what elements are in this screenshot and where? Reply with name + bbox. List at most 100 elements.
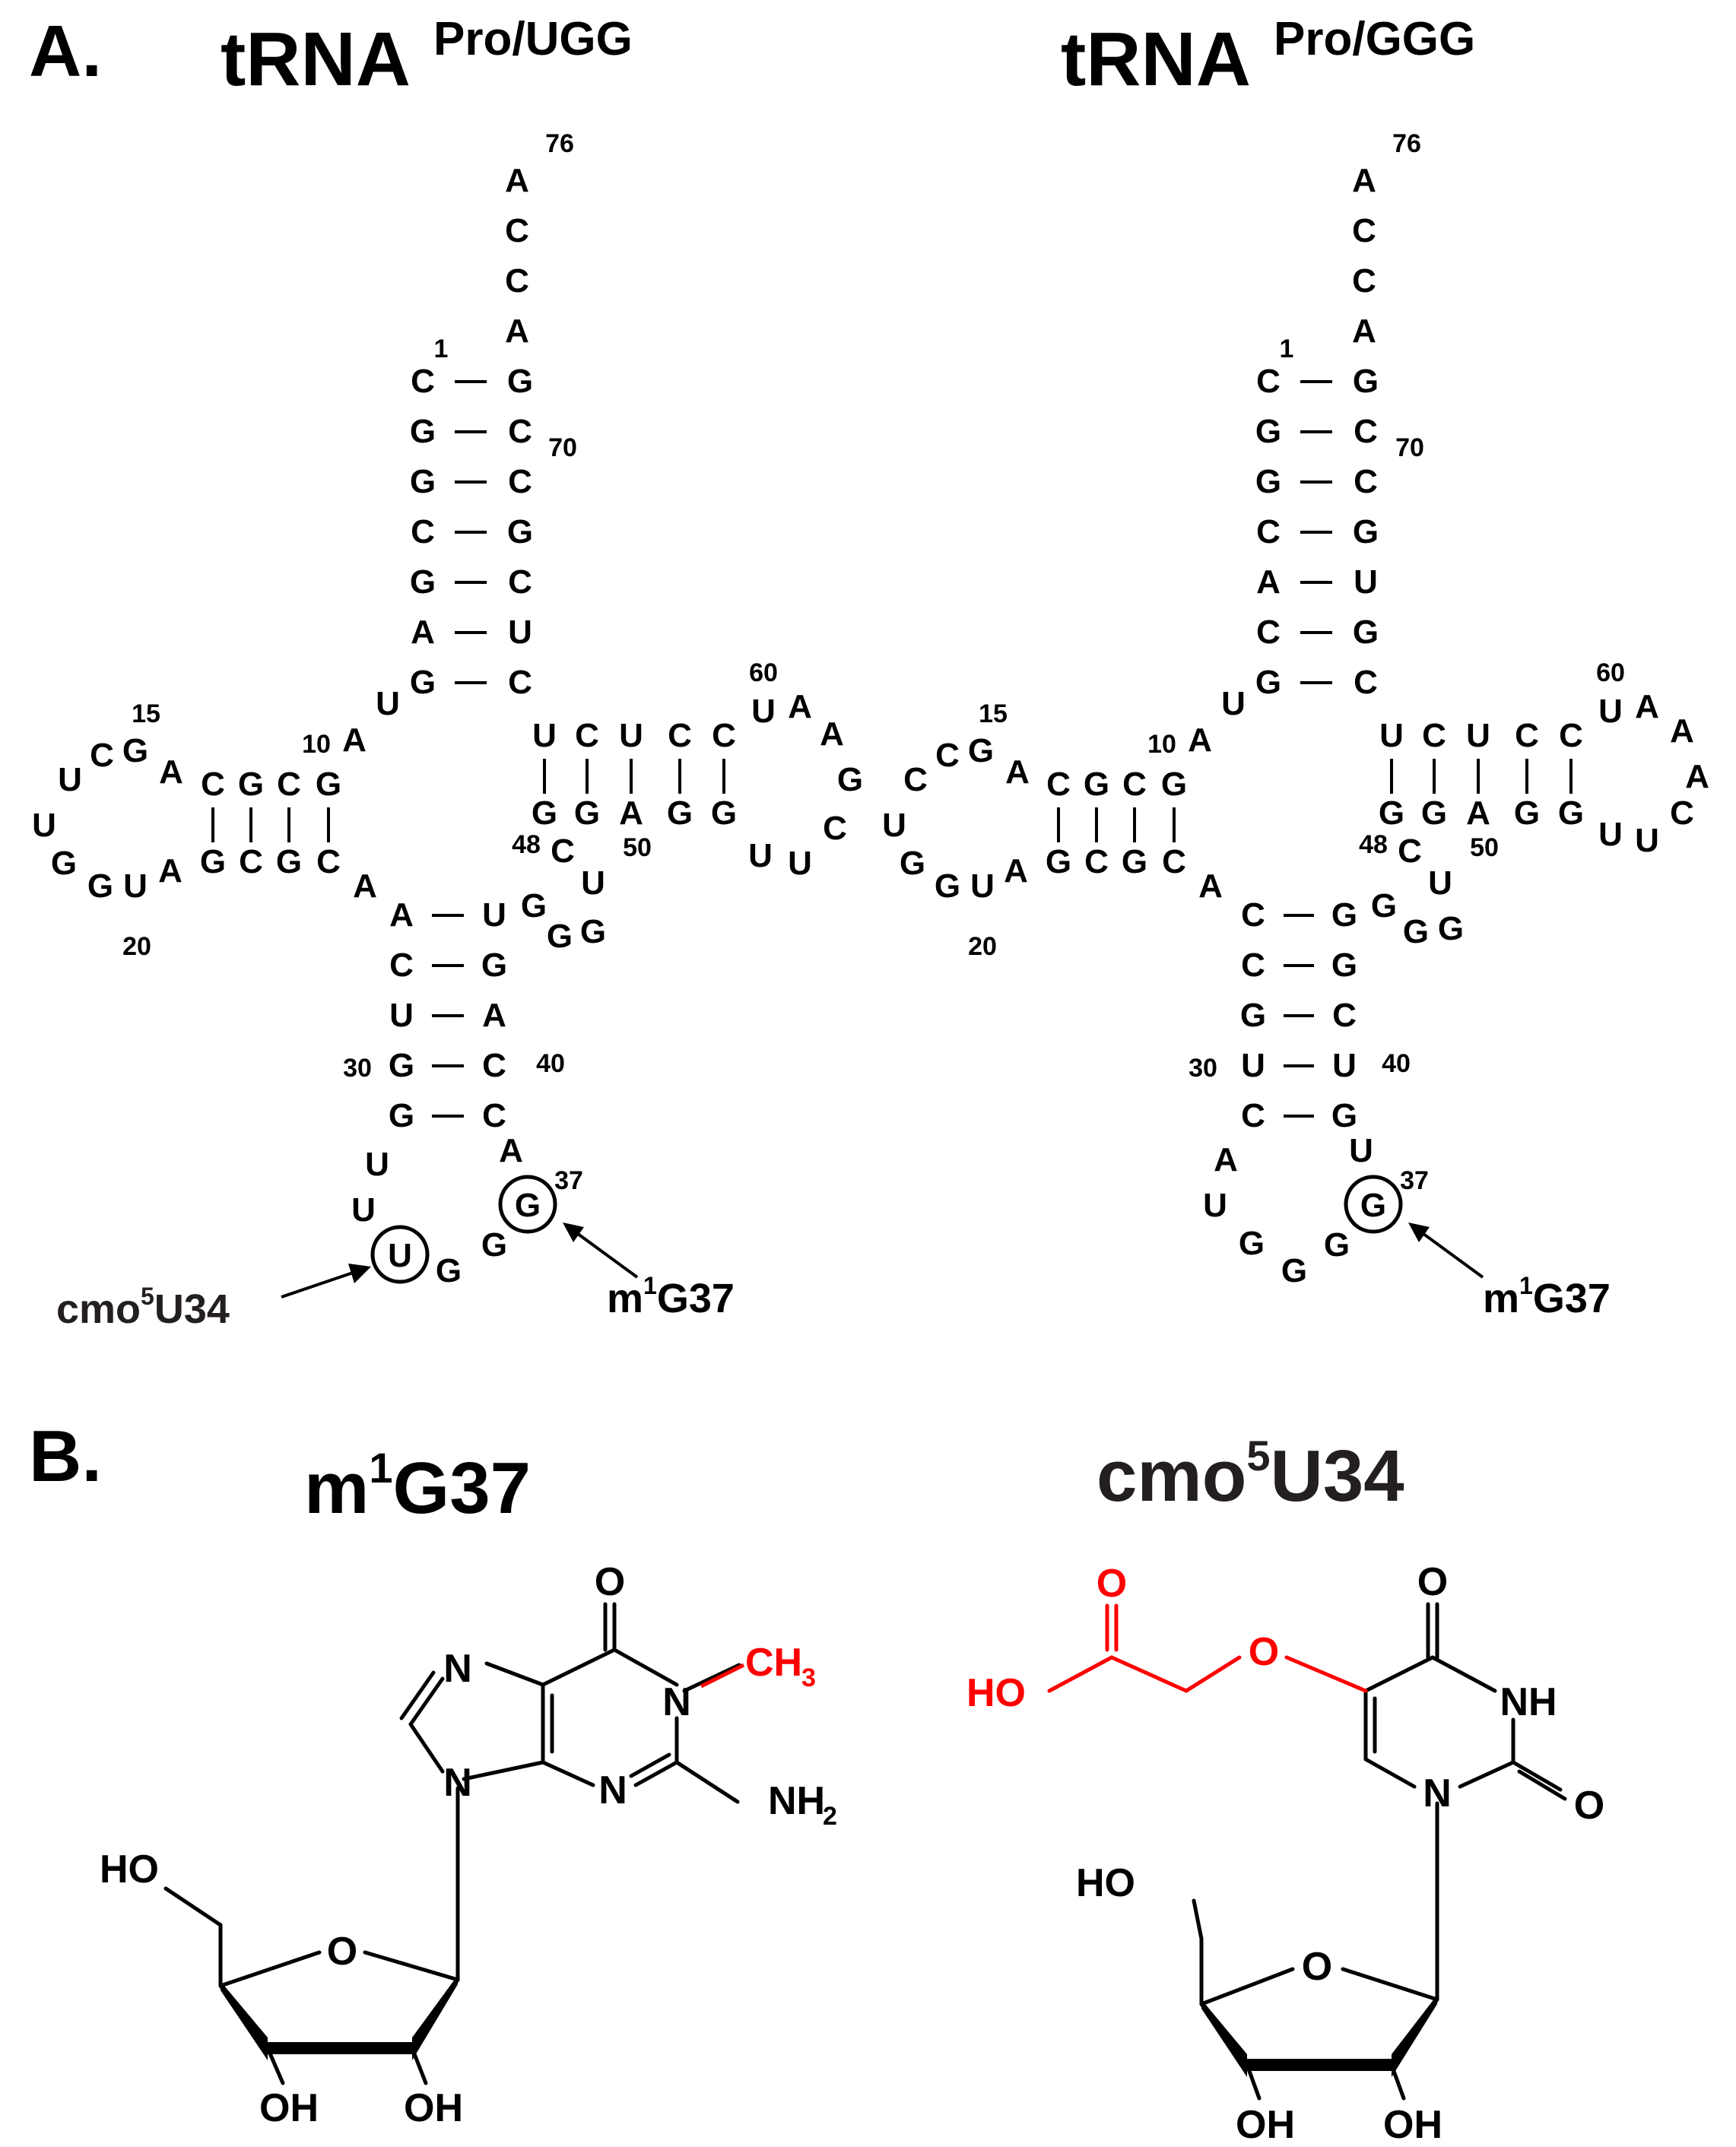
left-d-loop: A G C U U G G U A — [32, 732, 183, 905]
position-number: 76 — [545, 129, 574, 158]
nucleotide: A — [1214, 1141, 1238, 1178]
nucleotide-g37: G — [515, 1187, 541, 1224]
right-acceptor-stem: C G G C A C G G C C G U G C — [1255, 363, 1379, 701]
position-number: 37 — [1400, 1166, 1429, 1195]
nucleotide: A — [411, 614, 435, 651]
position-number: 70 — [548, 433, 577, 462]
nucleotide: G — [1379, 794, 1404, 832]
nucleotide: C — [668, 717, 692, 754]
nucleotide: A — [1352, 162, 1376, 199]
nucleotide: G — [1353, 614, 1379, 651]
atom-oh: OH — [1236, 2103, 1295, 2147]
nucleotide: A — [1256, 563, 1281, 601]
right-t-stem: U C U C C G G A G G — [1379, 717, 1584, 832]
position-number: 10 — [302, 730, 331, 759]
nucleotide: G — [276, 843, 302, 880]
nucleotide: U — [1221, 685, 1246, 722]
nucleotide: G — [389, 1097, 414, 1134]
atom-nh2: NH — [768, 1779, 825, 1823]
nucleotide: A — [1188, 721, 1212, 759]
m1g37-title: m1G37 — [304, 1444, 531, 1529]
panel-b-label: B. — [29, 1416, 102, 1497]
nucleotide: U — [389, 997, 414, 1034]
left-position-numbers: 76 1 70 60 15 10 48 50 20 30 40 37 — [122, 129, 778, 1195]
nucleotide: U — [581, 864, 605, 902]
nucleotide: A — [505, 312, 529, 350]
position-number: 48 — [512, 830, 541, 859]
nucleotide: C — [90, 737, 114, 774]
atom-o: O — [595, 1560, 625, 1604]
nucleotide: A — [1352, 312, 1376, 350]
position-number: 60 — [749, 658, 778, 687]
m1g-structure: O N N N N NH 2 CH 3 HO O OH OH — [100, 1560, 837, 2130]
nucleotide: A — [499, 1132, 523, 1169]
nucleotide: G — [968, 732, 994, 769]
nucleotide: G — [1353, 513, 1379, 550]
position-number: 20 — [122, 932, 151, 961]
nucleotide: G — [1255, 463, 1281, 500]
nucleotide: C — [575, 717, 599, 754]
nucleotide: G — [238, 766, 264, 803]
left-t-loop: U A A G C U U — [748, 688, 863, 882]
nucleotide: G — [87, 867, 113, 905]
m1g-methyl-bond — [700, 1663, 745, 1689]
nucleotide: C — [1422, 717, 1446, 754]
cmo5u34-label: cmo5U34 — [56, 1283, 230, 1332]
nucleotide: G — [900, 845, 925, 882]
nucleotide: G — [1331, 947, 1357, 984]
nucleotide: C — [1241, 947, 1265, 984]
position-number: 1 — [434, 335, 449, 363]
nucleotide: G — [481, 1226, 507, 1264]
nucleotide: A — [158, 852, 182, 890]
nucleotide: G — [436, 1252, 462, 1289]
right-title-main: tRNA — [1061, 17, 1251, 102]
nucleotide: G — [389, 1047, 414, 1084]
nucleotide: G — [507, 513, 533, 550]
nucleotide: C — [505, 212, 529, 249]
nucleotide: C — [277, 766, 301, 803]
left-t-stem: U C U C C G G A G G — [532, 717, 737, 832]
nucleotide: C — [411, 363, 435, 400]
atom-o: O — [1097, 1562, 1127, 1606]
atom-oh: OH — [404, 2086, 463, 2130]
nucleotide: U — [1349, 1132, 1373, 1169]
cmo5u-ring-wedge — [1392, 1995, 1437, 2077]
nucleotide: A — [342, 721, 367, 759]
nucleotide: C — [823, 810, 847, 847]
cmo5u-side-chain — [1047, 1603, 1368, 1693]
nucleotide: U — [1466, 717, 1490, 754]
nucleotide: G — [1371, 887, 1397, 924]
nucleotide: G — [122, 732, 148, 769]
nucleotide: C — [1122, 766, 1147, 803]
nucleotide: G — [1240, 997, 1266, 1034]
nucleotide: U — [619, 717, 643, 754]
nucleotide: C — [1256, 513, 1281, 550]
atom-n: N — [443, 1647, 472, 1691]
nucleotide: C — [316, 843, 341, 880]
base-pair-bonds — [543, 759, 725, 794]
atom-nh: NH — [1500, 1680, 1557, 1724]
base-pair-bonds — [1300, 380, 1332, 684]
nucleotide: C — [1241, 1097, 1265, 1134]
nucleotide: C — [1670, 794, 1694, 832]
nucleotide: C — [411, 513, 435, 550]
nucleotide: U — [1241, 1047, 1265, 1084]
nucleotide: C — [389, 947, 414, 984]
nucleotide: U — [1332, 1047, 1357, 1084]
left-annotation-arrows — [281, 1223, 639, 1299]
right-position-numbers: 76 1 70 60 15 10 48 50 20 30 40 37 — [968, 129, 1625, 1195]
nucleotide: G — [1331, 1097, 1357, 1134]
nucleotide: C — [482, 1097, 506, 1134]
position-number: 30 — [343, 1054, 372, 1083]
m1g-ring-wedge — [412, 1975, 458, 2060]
nucleotide: U — [788, 845, 812, 882]
nucleotide: C — [1241, 896, 1265, 934]
nucleotide: C — [1354, 664, 1378, 701]
right-d-loop: A G C C U G G U A — [882, 732, 1030, 905]
cmo5u34-title: cmo5U34 — [1097, 1432, 1404, 1517]
nucleotide: G — [1514, 794, 1540, 832]
base-pair-bonds — [1284, 914, 1314, 1118]
left-title-sup: Pro/UGG — [433, 13, 633, 65]
nucleotide: A — [1670, 712, 1694, 750]
